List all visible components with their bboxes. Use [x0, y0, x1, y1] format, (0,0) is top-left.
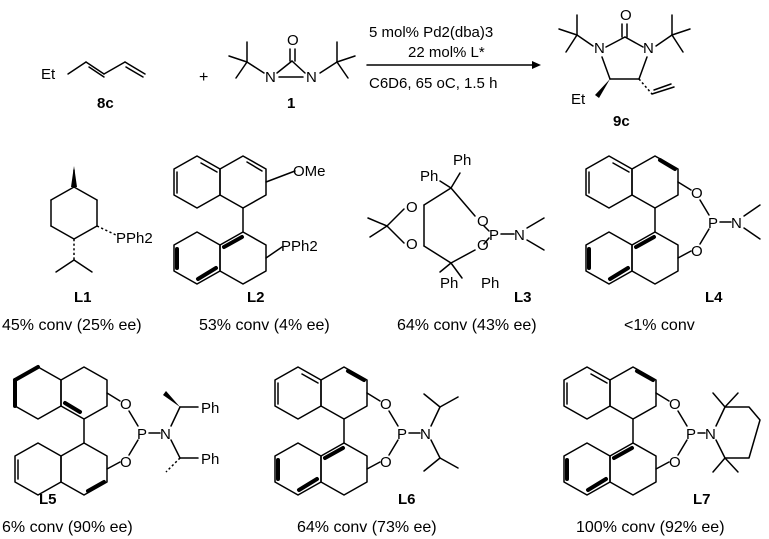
ligand-l5-structure: O O P N Ph Ph — [13, 365, 219, 496]
l4-o-1: O — [691, 185, 703, 202]
ligand-l1-result: 45% conv (25% ee) — [2, 317, 142, 334]
l5-ph-2: Ph — [201, 451, 219, 468]
l3-o-1: O — [406, 199, 418, 216]
product-n-right: N — [643, 40, 654, 57]
ligand-l1-structure: PPh2 — [50, 166, 153, 273]
l5-ph-1: Ph — [201, 400, 219, 417]
l7-o-2: O — [669, 454, 681, 471]
l6-o-2: O — [380, 454, 392, 471]
l3-o-4: O — [477, 237, 489, 254]
n-label-right: N — [306, 69, 317, 86]
ligand-l7-label: L7 — [693, 491, 711, 508]
ligand-l6-label: L6 — [398, 491, 416, 508]
l3-ph-3: Ph — [440, 275, 458, 292]
l6-p-label: P — [397, 426, 407, 443]
diene-8c: Et 8c — [41, 61, 146, 112]
ligand-l7-result: 100% conv (92% ee) — [576, 519, 725, 536]
ligand-l4-result: <1% conv — [624, 317, 695, 334]
conditions-line-3: C6D6, 65 oC, 1.5 h — [369, 75, 497, 92]
ethyl-label: Et — [41, 66, 56, 83]
l2-ome-label: OMe — [293, 163, 326, 180]
l4-p-label: P — [708, 215, 718, 232]
l6-n-label: N — [420, 426, 431, 443]
carbonyl-o-label: O — [287, 32, 299, 49]
l3-ph-2: Ph — [453, 152, 471, 169]
l7-p-label: P — [686, 426, 696, 443]
plus-sign: + — [199, 69, 208, 86]
l4-n-label: N — [731, 215, 742, 232]
l5-n-label: N — [160, 426, 171, 443]
ligand-l5-result: 6% conv (90% ee) — [2, 519, 133, 536]
product-n-left: N — [594, 40, 605, 57]
product-et-label: Et — [571, 91, 586, 108]
ligand-l4-structure: O O P N — [585, 155, 761, 285]
diene-label: 8c — [97, 95, 114, 112]
product-o-label: O — [620, 7, 632, 24]
l7-n-label: N — [705, 426, 716, 443]
l4-o-2: O — [691, 243, 703, 260]
ligand-l6-result: 64% conv (73% ee) — [297, 519, 437, 536]
l5-o-2: O — [120, 454, 132, 471]
n-label-left: N — [265, 69, 276, 86]
l3-n-label: N — [514, 227, 525, 244]
l1-pph2-label: PPh2 — [116, 230, 153, 247]
l2-pph2-label: PPh2 — [281, 238, 318, 255]
conditions-line-1: 5 mol% Pd2(dba)3 — [369, 24, 493, 41]
l3-o-2: O — [477, 213, 489, 230]
l3-p-label: P — [489, 227, 499, 244]
l7-o-1: O — [669, 396, 681, 413]
ligand-l2-structure: OMe PPh2 — [173, 155, 326, 285]
ligand-l2-label: L2 — [247, 289, 265, 306]
l3-o-3: O — [406, 236, 418, 253]
l6-o-1: O — [380, 396, 392, 413]
ligand-l2-result: 53% conv (4% ee) — [199, 317, 330, 334]
l5-o-1: O — [120, 396, 132, 413]
l3-ph-4: Ph — [481, 275, 499, 292]
reagent-label: 1 — [287, 95, 295, 112]
ligand-l3-result: 64% conv (43% ee) — [397, 317, 537, 334]
l5-p-label: P — [137, 426, 147, 443]
l3-ph-1: Ph — [420, 168, 438, 185]
diaziridinone-1: O N N 1 — [228, 32, 356, 112]
conditions-line-2: 22 mol% L* — [408, 44, 485, 61]
reaction-arrow — [366, 61, 541, 69]
ligand-l3-structure: Ph Ph O O O O P N Ph Ph — [367, 152, 545, 292]
product-label: 9c — [613, 113, 630, 130]
ligand-l6-structure: O O P N — [274, 366, 459, 496]
ligand-l1-label: L1 — [74, 289, 92, 306]
ligand-l4-label: L4 — [705, 289, 723, 306]
ligand-l5-label: L5 — [39, 491, 57, 508]
ligand-l3-label: L3 — [514, 289, 532, 306]
ligand-l7-structure: O O P N — [563, 366, 761, 496]
product-9c: O N N Et 9c — [558, 7, 691, 130]
